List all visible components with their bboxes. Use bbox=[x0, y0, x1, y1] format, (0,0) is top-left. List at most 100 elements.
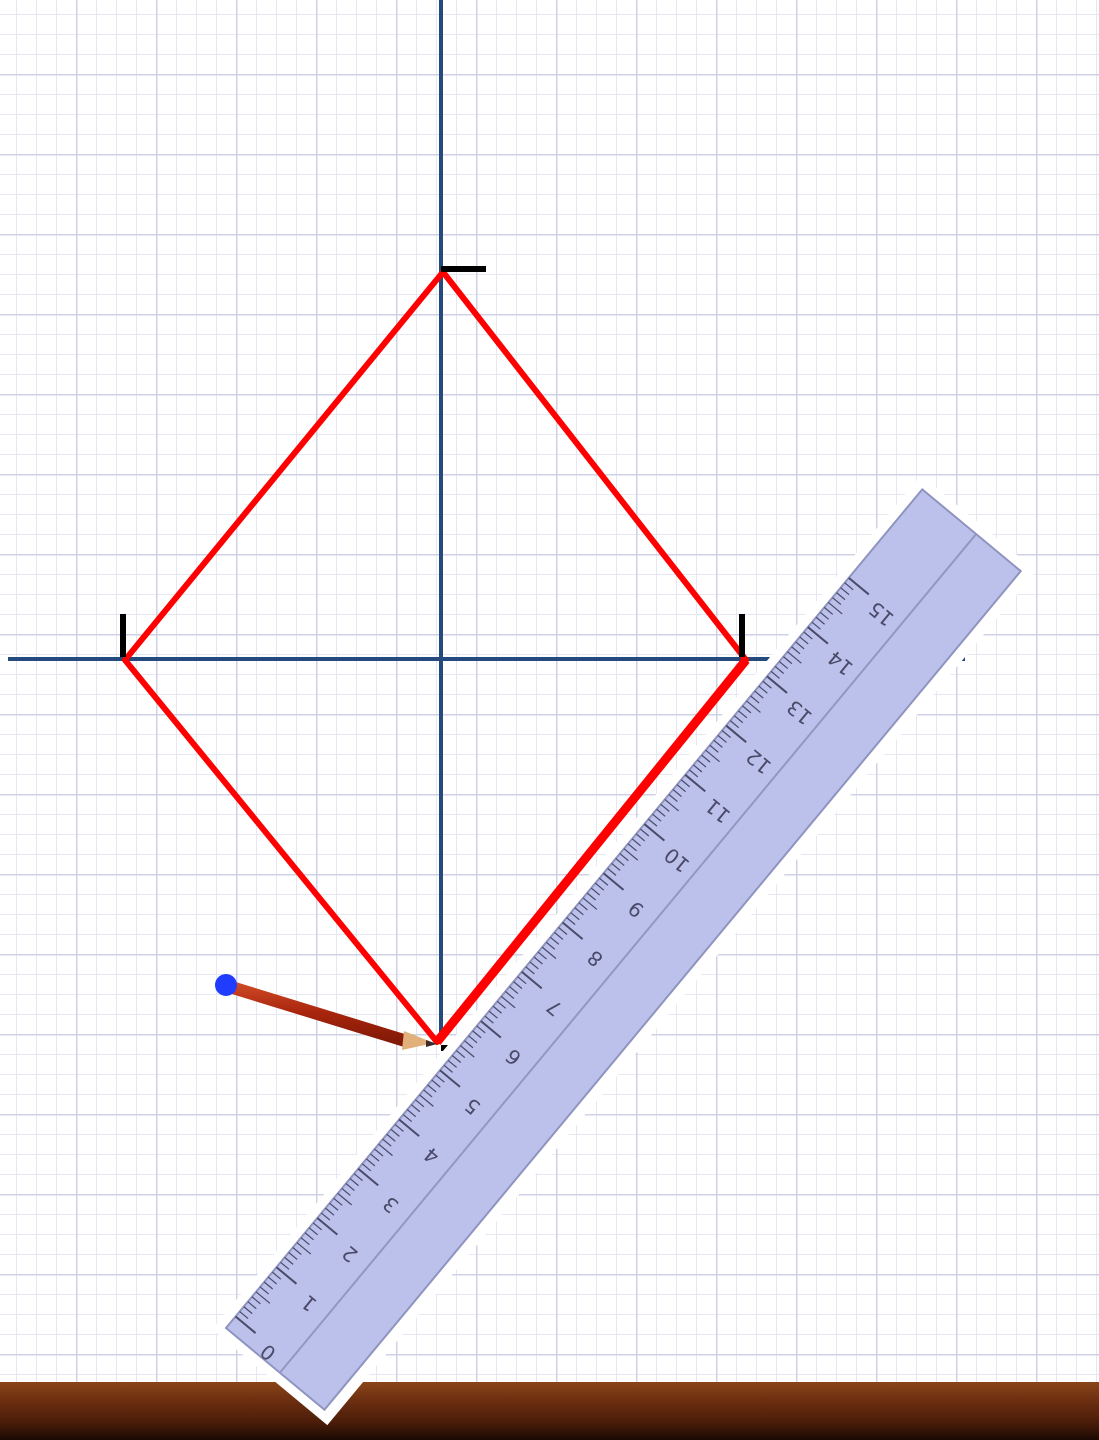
ruler-tick bbox=[791, 646, 801, 655]
ruler-tick bbox=[766, 675, 788, 694]
pencil-icon[interactable] bbox=[215, 974, 437, 1050]
ruler-tick bbox=[697, 759, 707, 768]
ruler-tick bbox=[280, 1261, 290, 1270]
ruler-tick bbox=[468, 1035, 478, 1044]
ruler-tick bbox=[402, 1114, 413, 1123]
ruler-tick bbox=[590, 887, 601, 896]
ruler-tick bbox=[353, 1173, 363, 1182]
ruler-tick bbox=[415, 1099, 425, 1108]
ruler-tick bbox=[537, 951, 547, 960]
ruler-tick bbox=[713, 739, 723, 748]
ruler-tick bbox=[615, 858, 625, 867]
ruler-tick bbox=[599, 877, 609, 886]
ruler-tick bbox=[660, 803, 670, 812]
ruler-tick bbox=[505, 991, 515, 999]
ruler-tick bbox=[676, 784, 686, 793]
ruler-tick bbox=[778, 661, 789, 670]
ruler[interactable]: 0 1 2 3 4 5 6 7 8 9 10 11 12 13 14 15 bbox=[211, 475, 1037, 1426]
ruler-tick bbox=[803, 631, 813, 640]
ruler-tick bbox=[701, 754, 711, 763]
ruler-tick bbox=[329, 1202, 339, 1211]
ruler-tick bbox=[762, 680, 772, 689]
ruler-tick bbox=[582, 897, 598, 910]
ruler-tick bbox=[549, 936, 560, 945]
ruler-tick bbox=[321, 1212, 331, 1221]
table-edge bbox=[0, 1382, 1099, 1440]
ruler-tick bbox=[635, 833, 646, 842]
ruler-tick bbox=[525, 966, 535, 975]
ruler-tick bbox=[337, 1192, 353, 1206]
ruler-tick bbox=[419, 1094, 434, 1107]
ruler-tick bbox=[611, 862, 621, 871]
ruler-tick bbox=[492, 1005, 502, 1014]
ruler-tick bbox=[239, 1311, 249, 1320]
ruler-tick bbox=[386, 1133, 396, 1142]
ruler-tick bbox=[770, 670, 780, 679]
ruler-tick bbox=[652, 813, 662, 822]
ruler-tick bbox=[827, 601, 843, 615]
ruler-tick bbox=[619, 853, 629, 862]
ruler-tick bbox=[374, 1148, 384, 1157]
ruler-tick bbox=[623, 848, 639, 861]
ruler-tick bbox=[795, 641, 805, 650]
ruler-tick bbox=[284, 1256, 294, 1265]
ruler-tick bbox=[341, 1187, 351, 1196]
ruler-tick bbox=[509, 986, 519, 995]
graph-paper-major-grid bbox=[0, 0, 1099, 1390]
ruler-tick bbox=[464, 1040, 474, 1049]
ruler-tick bbox=[717, 734, 727, 743]
ruler-tick bbox=[300, 1237, 310, 1246]
ruler-tick bbox=[815, 616, 825, 625]
ruler-tick bbox=[521, 970, 543, 990]
ruler-tick bbox=[844, 582, 854, 591]
ruler-tick bbox=[410, 1104, 421, 1113]
ruler-tick bbox=[783, 656, 793, 665]
ruler-tick bbox=[721, 730, 731, 738]
ruler-tick bbox=[664, 798, 680, 812]
ruler-tick bbox=[586, 892, 597, 901]
ruler-tick bbox=[263, 1281, 274, 1290]
ruler-tick bbox=[267, 1276, 278, 1285]
ruler-tick bbox=[308, 1227, 319, 1236]
ruler-tick bbox=[292, 1247, 302, 1256]
ruler-tick bbox=[517, 976, 527, 985]
ruler-tick bbox=[680, 779, 691, 788]
ruler-tick bbox=[394, 1123, 404, 1132]
ruler-tick bbox=[439, 1069, 461, 1088]
ruler-tick bbox=[684, 774, 706, 793]
ruler-tick bbox=[513, 981, 523, 990]
ruler-tick bbox=[378, 1143, 393, 1157]
ruler-tick bbox=[275, 1266, 298, 1285]
ruler-tick bbox=[247, 1301, 257, 1310]
ruler-tick bbox=[480, 1020, 502, 1039]
ruler-tick bbox=[243, 1306, 253, 1315]
ruler-tick bbox=[578, 902, 588, 911]
ruler-tick bbox=[554, 931, 564, 940]
pencil-lead bbox=[426, 1040, 437, 1047]
ruler-tick bbox=[312, 1222, 323, 1231]
ruler-tick bbox=[288, 1251, 298, 1260]
ruler-tick bbox=[271, 1271, 282, 1280]
rhombus-active-side bbox=[433, 657, 750, 1045]
ruler-tick bbox=[746, 700, 761, 713]
ruler-tick bbox=[476, 1025, 486, 1034]
ruler-tick bbox=[754, 690, 764, 699]
ruler-tick bbox=[529, 961, 539, 970]
ruler-tick bbox=[443, 1064, 453, 1073]
ruler-tick bbox=[574, 907, 584, 916]
ruler-edge-line bbox=[279, 533, 977, 1374]
ruler-tick bbox=[472, 1030, 482, 1039]
ruler-tick bbox=[570, 912, 580, 921]
ruler-tick bbox=[451, 1055, 462, 1063]
ruler-tick bbox=[742, 705, 752, 714]
ruler-tick bbox=[787, 651, 802, 664]
ruler-tick bbox=[361, 1163, 372, 1172]
ruler-tick bbox=[251, 1296, 261, 1305]
ruler-tick bbox=[325, 1207, 335, 1216]
ruler-tick bbox=[255, 1291, 271, 1304]
ruler-tick bbox=[541, 946, 557, 960]
ruler-tick bbox=[398, 1118, 420, 1137]
ruler-tick bbox=[488, 1010, 498, 1019]
ruler-tick bbox=[627, 843, 637, 852]
